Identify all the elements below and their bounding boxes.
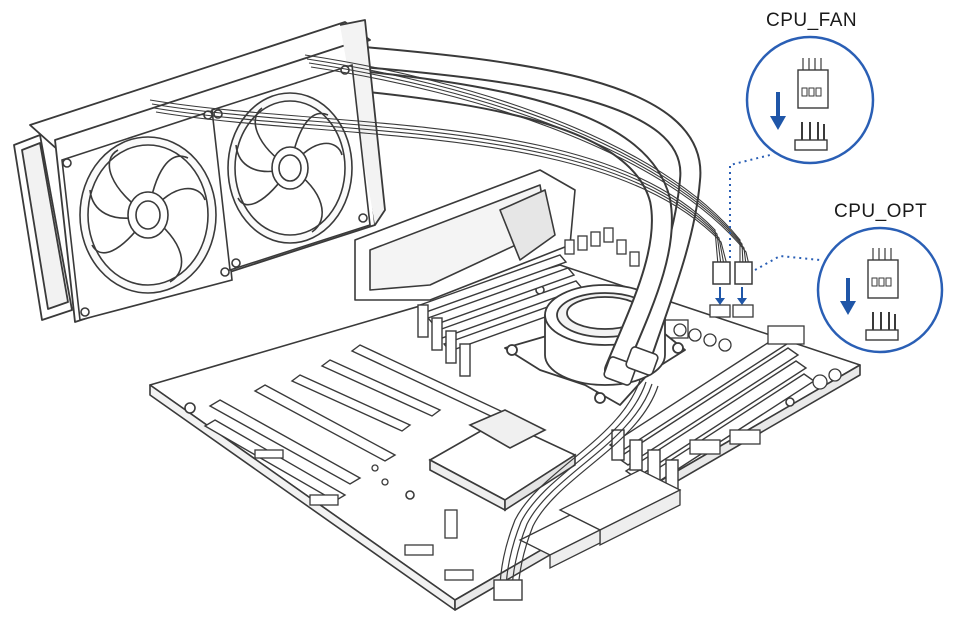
cpu-fan-callout — [745, 35, 875, 165]
coolant-tubes — [329, 44, 702, 381]
io-shroud — [354, 169, 576, 301]
vrm-components — [564, 227, 732, 352]
tube-fittings — [603, 346, 659, 386]
pump-cable — [499, 379, 659, 597]
dimm-slots-right — [608, 334, 816, 492]
cpu-opt-label: CPU_OPT — [834, 201, 928, 222]
fan-left — [61, 108, 233, 322]
dimm-slots-left — [417, 254, 592, 377]
fan-cable-plugs — [712, 261, 753, 285]
board-fan-headers — [709, 304, 754, 318]
leader-lines — [729, 154, 821, 271]
fan-cables — [149, 54, 750, 266]
pcie-slots — [203, 344, 522, 502]
chipset-heatsink — [428, 409, 577, 512]
pump-cable-plug — [493, 579, 523, 601]
insertion-arrows — [715, 287, 747, 305]
cpu-fan-label: CPU_FAN — [766, 10, 858, 31]
cpu-opt-callout — [816, 226, 944, 354]
board-components — [254, 319, 842, 581]
